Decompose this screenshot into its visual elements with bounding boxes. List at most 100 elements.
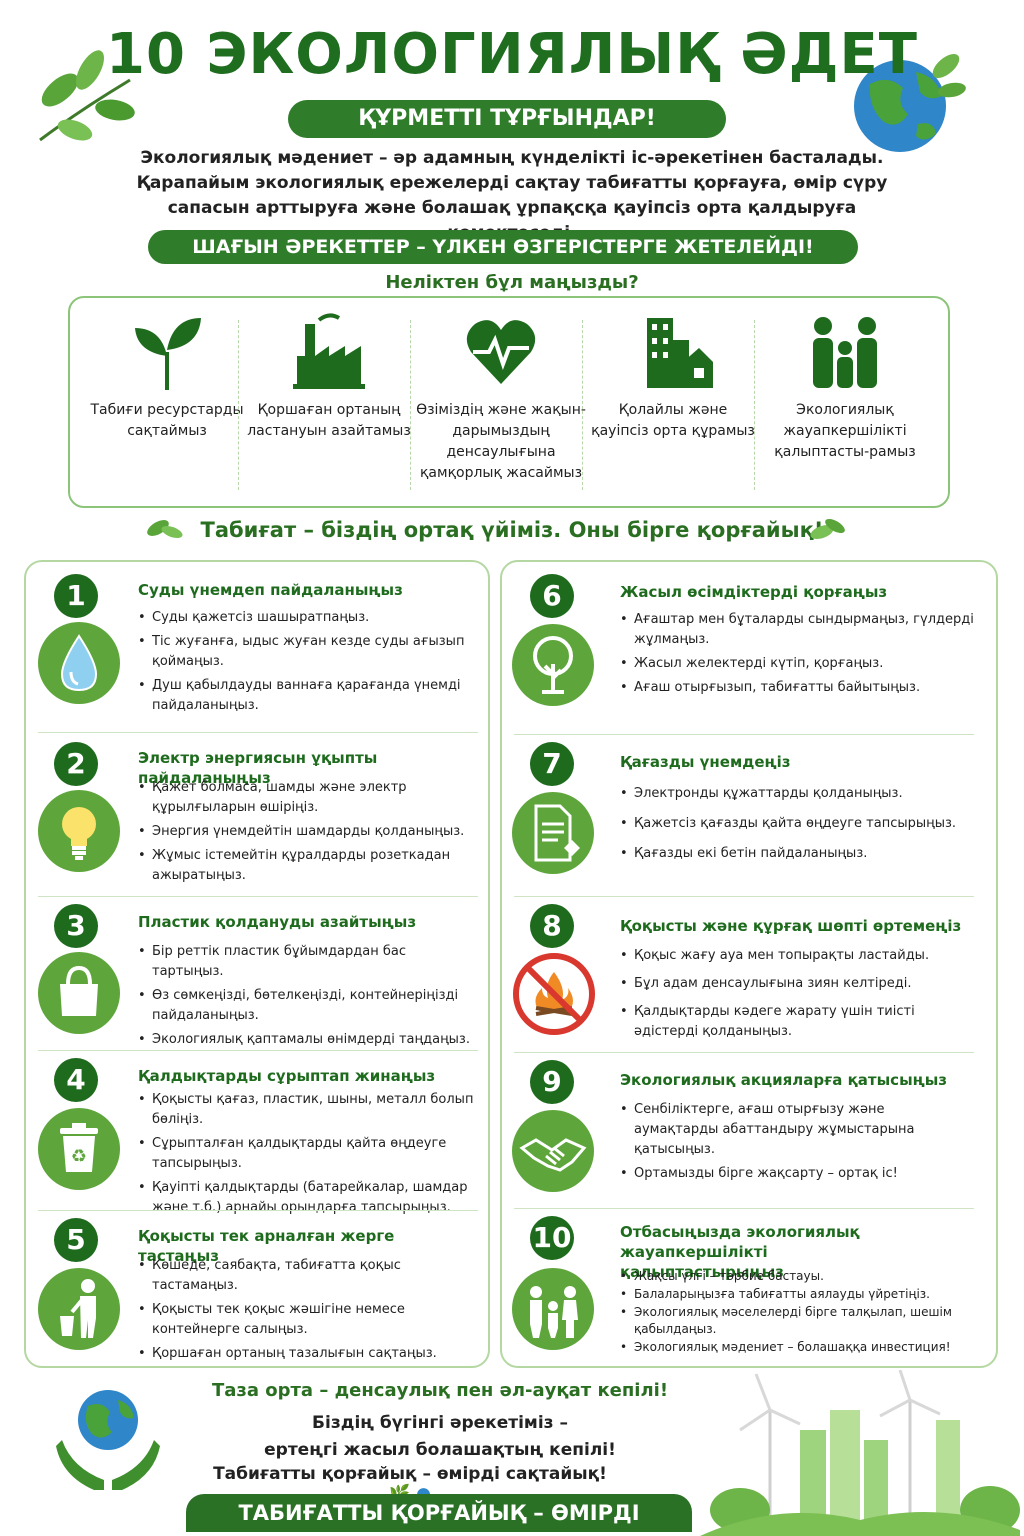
habit-number: 2 — [54, 742, 98, 786]
list-item: Душ қабылдауды ваннаға қарағанда үнемді … — [138, 676, 478, 716]
habit-icon-circle — [38, 790, 120, 872]
why-item: Экологиялық жауапкершілікті қалыптасты-р… — [760, 312, 930, 463]
list-item: Қоқысты тек қоқыс жәшігіне немесе контей… — [138, 1300, 478, 1340]
divider — [238, 320, 239, 490]
divider — [514, 896, 974, 897]
habit-title: Пластик қолдануды азайтыңыз — [138, 913, 417, 931]
habit-icon-circle — [512, 952, 596, 1036]
why-title: Неліктен бұл маңызды? — [385, 272, 639, 293]
greeting-banner: ҚҰРМЕТТІ ТҰРҒЫНДАР! — [288, 100, 726, 138]
heart-pulse-icon — [466, 320, 536, 384]
list-item: Бұл адам денсаулығына зиян келтіреді. — [620, 974, 980, 994]
person-trash-icon — [60, 1279, 96, 1338]
habit-number: 7 — [530, 742, 574, 786]
why-item: Өзіміздің және жақын-дарымыздың денсаулы… — [416, 312, 586, 484]
footer-call: Табиғатты қорғайық – өмірді сақтайық! — [213, 1464, 607, 1484]
habit-title: Жасыл өсімдіктерді қорғаңыз — [620, 583, 888, 601]
habit-list: Бір реттік пластик бұйымдардан бас тарты… — [138, 942, 478, 1054]
habit-icon-circle — [512, 624, 594, 706]
wind-turbines-city-icon — [700, 1370, 1020, 1536]
habit-list: Қоқыс жағу ауа мен топырақты ластайды. Б… — [620, 946, 980, 1046]
document-icon — [534, 804, 580, 862]
list-item: Қажет болмаса, шамды және электр құрылғы… — [138, 778, 478, 818]
family-icon — [813, 317, 877, 388]
why-label: Қоршаған ортаның ластануын азайтамыз — [247, 402, 411, 439]
list-item: Қағазды екі бетін пайдаланыңыз. — [620, 844, 980, 864]
divider — [38, 732, 478, 733]
footer-banner: ТАБИҒАТТЫ ҚОРҒАЙЫҚ – ӨМІРДІ САҚТАЙЫҚ! — [186, 1494, 692, 1532]
no-fire-icon — [513, 953, 595, 1035]
divider — [38, 1050, 478, 1051]
leaf-branch-icon — [39, 50, 135, 142]
habit-list: Көшеде, саябақта, табиғатта қоқыс тастам… — [138, 1256, 478, 1368]
habit-list: Қоқысты қағаз, пластик, шыны, металл бол… — [138, 1090, 478, 1222]
habit-title: Қағазды үнемдеңіз — [620, 753, 791, 771]
why-item: Табиғи ресурстарды сақтаймыз — [82, 312, 252, 442]
svg-text:♻: ♻ — [71, 1146, 87, 1167]
list-item: Қалдықтарды кәдеге жарату үшін тиісті әд… — [620, 1002, 980, 1042]
shopping-bag-icon — [60, 965, 98, 1016]
list-item: Қоршаған ортаның тазалығын сақтаңыз. — [138, 1344, 478, 1364]
why-item: Қолайлы және қауіпсіз орта құрамыз — [588, 312, 758, 442]
habit-icon-circle: ♻ — [38, 1108, 120, 1190]
hands-globe-icon — [56, 1390, 160, 1490]
list-item: Ортамызды бірге жақсарту – ортақ іс! — [620, 1164, 920, 1184]
habit-number: 10 — [530, 1216, 574, 1260]
why-label: Өзіміздің және жақын-дарымыздың денсаулы… — [416, 402, 586, 481]
page-title: 10 ЭКОЛОГИЯЛЫҚ ӘДЕТ — [106, 22, 918, 87]
divider — [38, 896, 478, 897]
habit-number: 4 — [54, 1058, 98, 1102]
factory-icon — [293, 313, 365, 389]
list-item: Қоқыс жағу ауа мен топырақты ластайды. — [620, 946, 980, 966]
city-icon — [647, 318, 713, 388]
footer-line: Біздің бүгінгі әрекетіміз – — [312, 1413, 568, 1433]
habit-icon-circle — [512, 1268, 594, 1350]
list-item: Балаларыңызға табиғатты аялауды үйретіңі… — [620, 1286, 980, 1303]
habit-list: Жақсы үлгі – тәрбие бастауы. Балаларыңыз… — [620, 1268, 980, 1360]
divider — [514, 1208, 974, 1209]
divider — [754, 320, 755, 490]
habit-icon-circle — [38, 1268, 120, 1350]
recycle-bin-icon: ♻ — [60, 1123, 98, 1172]
list-item: Экологиялық мәдениет – болашаққа инвести… — [620, 1339, 980, 1356]
footer-text: Біздің бүгінгі әрекетіміз – ертеңгі жасы… — [180, 1410, 700, 1464]
family-icon — [530, 1286, 578, 1338]
nature-slogan: Табиғат – біздің ортақ үйіміз. Оны бірге… — [200, 518, 824, 542]
divider — [582, 320, 583, 490]
habit-number: 8 — [530, 904, 574, 948]
habit-list: Сенбіліктерге, ағаш отырғызу және аумақт… — [620, 1100, 920, 1188]
habit-icon-circle — [38, 622, 120, 704]
habit-icon-circle — [512, 1110, 594, 1192]
list-item: Өз сөмкеңізді, бөтелкеңізді, контейнерің… — [138, 986, 478, 1026]
habit-icon-circle — [512, 792, 594, 874]
habits-card-left: 1 Суды үнемдеп пайдаланыңыз Суды қажетсі… — [24, 560, 490, 1368]
habit-list: Электронды құжаттарды қолданыңыз. Қажетс… — [620, 784, 980, 868]
leaf-icon — [147, 520, 183, 539]
why-box: Табиғи ресурстарды сақтаймыз Қоршаған ор… — [68, 296, 950, 508]
habit-number: 9 — [530, 1060, 574, 1104]
footer-slogan: Таза орта – денсаулық пен әл-ауқат кепіл… — [211, 1380, 669, 1401]
list-item: Энергия үнемдейтін шамдарды қолданыңыз. — [138, 822, 478, 842]
habit-title: Қоқысты және құрғақ шөпті өртемеңіз — [620, 917, 962, 935]
habit-number: 1 — [54, 574, 98, 618]
tree-icon — [533, 636, 573, 694]
habit-title: Экологиялық акцияларға қатысыңыз — [620, 1071, 948, 1089]
list-item: Сенбіліктерге, ағаш отырғызу және аумақт… — [620, 1100, 920, 1160]
list-item: Қауіпті қалдықтарды (батарейкалар, шамда… — [138, 1178, 478, 1218]
footer-line: ертеңгі жасыл болашақтың кепілі! — [264, 1440, 616, 1460]
list-item: Ағаш отырғызып, табиғатты байытыңыз. — [620, 678, 980, 698]
habits-card-right: 6 Жасыл өсімдіктерді қорғаңыз Ағаштар ме… — [500, 560, 998, 1368]
list-item: Экологиялық мәселелерді бірге талқылап, … — [620, 1304, 980, 1338]
habit-list: Қажет болмаса, шамды және электр құрылғы… — [138, 778, 478, 890]
leaf-icon — [810, 519, 845, 539]
habit-list: Ағаштар мен бұталарды сындырмаңыз, гүлде… — [620, 610, 980, 702]
habit-number: 5 — [54, 1218, 98, 1262]
divider — [514, 734, 974, 735]
list-item: Қоқысты қағаз, пластик, шыны, металл бол… — [138, 1090, 478, 1130]
list-item: Сұрыпталған қалдықтарды қайта өңдеуге та… — [138, 1134, 478, 1174]
habit-title: Суды үнемдеп пайдаланыңыз — [138, 581, 403, 599]
divider — [514, 1052, 974, 1053]
why-label: Экологиялық жауапкершілікті қалыптасты-р… — [774, 402, 916, 460]
habit-number: 3 — [54, 904, 98, 948]
why-label: Табиғи ресурстарды сақтаймыз — [90, 402, 244, 439]
